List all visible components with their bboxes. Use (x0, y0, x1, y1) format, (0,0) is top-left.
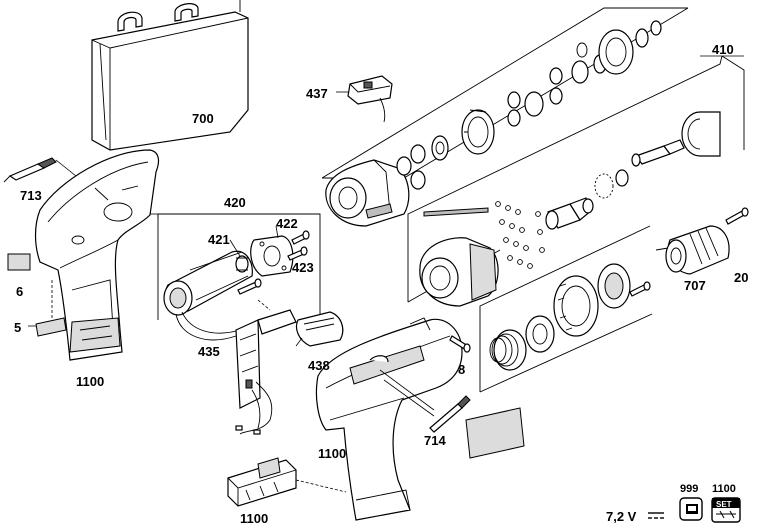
battery-pack-icon (679, 497, 703, 521)
output-shaft-part (631, 139, 685, 167)
bearing-ring-part (594, 169, 629, 199)
screw-motor-part (237, 278, 262, 295)
voltage-label: 7,2 V (606, 509, 637, 524)
front-gear-housing-part (419, 237, 499, 307)
callout-700: 700 (192, 111, 214, 126)
trigger-438-part (295, 311, 344, 347)
motor-plate-part (250, 225, 294, 277)
callout-435: 435 (198, 344, 220, 359)
screw-8-part (449, 335, 471, 353)
brush-holder-437-part (336, 75, 393, 123)
screw-20-part (725, 207, 749, 225)
screwdriver-bit-713-part (3, 157, 77, 183)
callout-5: 5 (14, 320, 21, 335)
callout-438: 438 (308, 358, 330, 373)
callout-1100-left: 1100 (76, 374, 104, 389)
motor-assembly-box (150, 213, 321, 320)
drill-chuck-707-part (655, 225, 730, 275)
callout-labels: 700 713 6 5 1100 420 422 421 423 435 438… (14, 42, 748, 526)
label-plate-5-part (28, 280, 67, 337)
footer-legend: 7,2 V 999 1100 SET (606, 483, 741, 524)
callout-422: 422 (276, 216, 298, 231)
callout-20: 20 (734, 270, 748, 285)
callout-1100-bottom: 1100 (240, 511, 268, 526)
right-housing-half-part (315, 317, 463, 521)
screw-chuck-part (629, 281, 651, 297)
steel-balls-part (495, 201, 545, 269)
motor-wires-part (175, 311, 241, 341)
set-housing-icon: SET (711, 497, 741, 523)
left-housing-half-part (34, 149, 160, 361)
callout-423: 423 (292, 260, 314, 275)
pin-rod-part (423, 207, 489, 217)
dc-symbol-icon (648, 512, 664, 519)
label-plate-right-part (465, 407, 525, 459)
screwdriver-bit-714-part (379, 369, 471, 433)
screw-423-part (287, 246, 308, 261)
gearbox-housing-part (325, 159, 410, 227)
callout-714: 714 (424, 433, 446, 448)
set-label: SET (716, 500, 732, 509)
planet-gears-stage1-part (396, 135, 449, 190)
label-plate-6-part (7, 253, 31, 271)
clutch-lower-box (479, 225, 653, 393)
callout-713: 713 (20, 188, 42, 203)
carrying-case-part (91, 0, 249, 151)
switch-435-part (235, 299, 297, 435)
spindle-part (545, 197, 594, 230)
code-999-label: 999 (680, 483, 698, 495)
callout-420: 420 (224, 195, 246, 210)
motor-part (163, 250, 263, 316)
battery-terminal-part (227, 457, 347, 507)
ring-gear-2-part (571, 20, 662, 84)
clutch-spring-part (489, 329, 527, 371)
screw-422-part (291, 230, 310, 245)
callout-410: 410 (712, 42, 734, 57)
clutch-ring-part (553, 275, 599, 337)
callout-707: 707 (684, 278, 706, 293)
clutch-washer-part (525, 315, 555, 353)
callout-8: 8 (458, 362, 465, 377)
callout-437: 437 (306, 86, 328, 101)
callout-1100-mid: 1100 (318, 446, 346, 461)
code-1100-label: 1100 (712, 483, 736, 495)
callout-421: 421 (208, 232, 230, 247)
callout-6: 6 (16, 284, 23, 299)
ring-gear-1-part (461, 109, 495, 155)
pinion-gear-421-part (229, 239, 249, 273)
clutch-cup-part (681, 111, 721, 157)
adjusting-collar-part (597, 263, 631, 309)
planet-gears-stage2-part (507, 67, 563, 127)
